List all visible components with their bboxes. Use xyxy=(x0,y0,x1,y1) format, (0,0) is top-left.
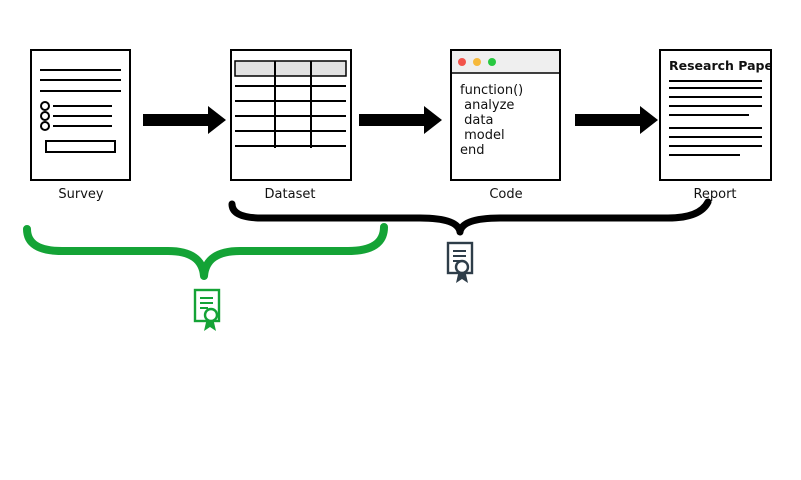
stage-label-code: Code xyxy=(489,187,523,202)
report-title: Research Paper xyxy=(669,58,770,73)
stage-label-dataset: Dataset xyxy=(264,187,316,202)
code-line: analyze xyxy=(460,98,515,113)
code-line: data xyxy=(460,113,494,128)
code-window-icon xyxy=(450,49,561,181)
code-line: end xyxy=(460,143,485,158)
arrow-code-to-report xyxy=(575,106,658,134)
arrow-survey-to-dataset xyxy=(143,106,226,134)
black-brace xyxy=(228,198,712,236)
certificate-icon xyxy=(193,288,221,331)
window-dot-yellow xyxy=(473,58,481,66)
certificate-icon xyxy=(446,241,474,283)
stage-label-survey: Survey xyxy=(58,187,104,202)
report-paper-icon xyxy=(659,49,772,181)
arrow-dataset-to-code xyxy=(359,106,442,134)
code-line: model xyxy=(460,128,505,143)
code-line: function() xyxy=(460,83,524,98)
window-dot-green xyxy=(488,58,496,66)
survey-document-icon xyxy=(30,49,131,181)
stage-label-report: Report xyxy=(693,187,737,202)
dataset-table-icon xyxy=(230,49,352,181)
window-dot-red xyxy=(458,58,466,66)
green-brace xyxy=(23,223,388,280)
